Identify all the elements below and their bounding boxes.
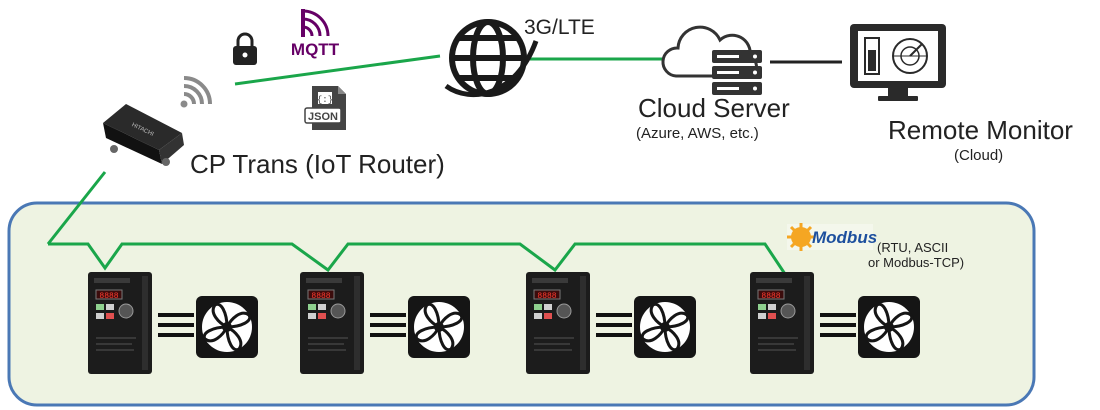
- inverter-display: 8888: [761, 292, 780, 301]
- monitor-icon: [850, 24, 946, 101]
- wifi-icon: [180, 76, 212, 108]
- power-wires: [370, 313, 406, 337]
- fan-icon: [408, 296, 470, 358]
- modbus-note-line2: or Modbus-TCP): [868, 255, 965, 270]
- router-to-globe-line: [234, 54, 441, 86]
- drive-unit: 8888: [300, 272, 470, 374]
- inverter-display: 8888: [311, 292, 330, 301]
- inverter-device: 8888: [526, 272, 590, 374]
- inverter-device: 8888: [88, 272, 152, 374]
- mqtt-label: MQTT: [291, 40, 340, 59]
- remote-monitor-subtitle: (Cloud): [954, 147, 1004, 164]
- drive-unit: 8888: [750, 272, 920, 374]
- inverter-display: 8888: [537, 292, 556, 301]
- fan-icon: [196, 296, 258, 358]
- cloud-server-title: Cloud Server: [638, 93, 790, 123]
- router-device: HITACHI: [103, 104, 184, 166]
- modbus-logo: Modbus: [787, 223, 877, 251]
- drive-unit: 8888: [88, 272, 258, 374]
- fan-icon: [858, 296, 920, 358]
- fan-icon: [634, 296, 696, 358]
- cloud-server-icon: [661, 25, 762, 95]
- cloud-server-subtitle: (Azure, AWS, etc.): [636, 125, 759, 142]
- json-file-icon: {:} JSON: [304, 86, 346, 130]
- drive-unit: 8888: [526, 272, 696, 374]
- power-wires: [820, 313, 856, 337]
- link-lines: [46, 54, 787, 275]
- lock-icon: [233, 32, 257, 65]
- inverter-device: 8888: [750, 272, 814, 374]
- json-glyph: {:}: [317, 95, 333, 105]
- modbus-label: Modbus: [812, 228, 877, 247]
- remote-monitor-title: Remote Monitor: [888, 115, 1073, 145]
- router-title: CP Trans (IoT Router): [190, 149, 445, 179]
- modbus-note-line1: (RTU, ASCII: [877, 240, 949, 255]
- modbus-bus-line: [48, 242, 787, 275]
- router-to-bus-line: [46, 171, 107, 245]
- drive-units: 8888 8888 8888 8888: [88, 272, 920, 374]
- inverter-device: 8888: [300, 272, 364, 374]
- power-wires: [158, 313, 194, 337]
- inverter-display: 8888: [99, 292, 118, 301]
- json-label: JSON: [308, 111, 338, 123]
- globe-icon: [444, 19, 539, 98]
- power-wires: [596, 313, 632, 337]
- mqtt-logo: MQTT: [291, 9, 340, 59]
- link-type-label: 3G/LTE: [524, 16, 595, 39]
